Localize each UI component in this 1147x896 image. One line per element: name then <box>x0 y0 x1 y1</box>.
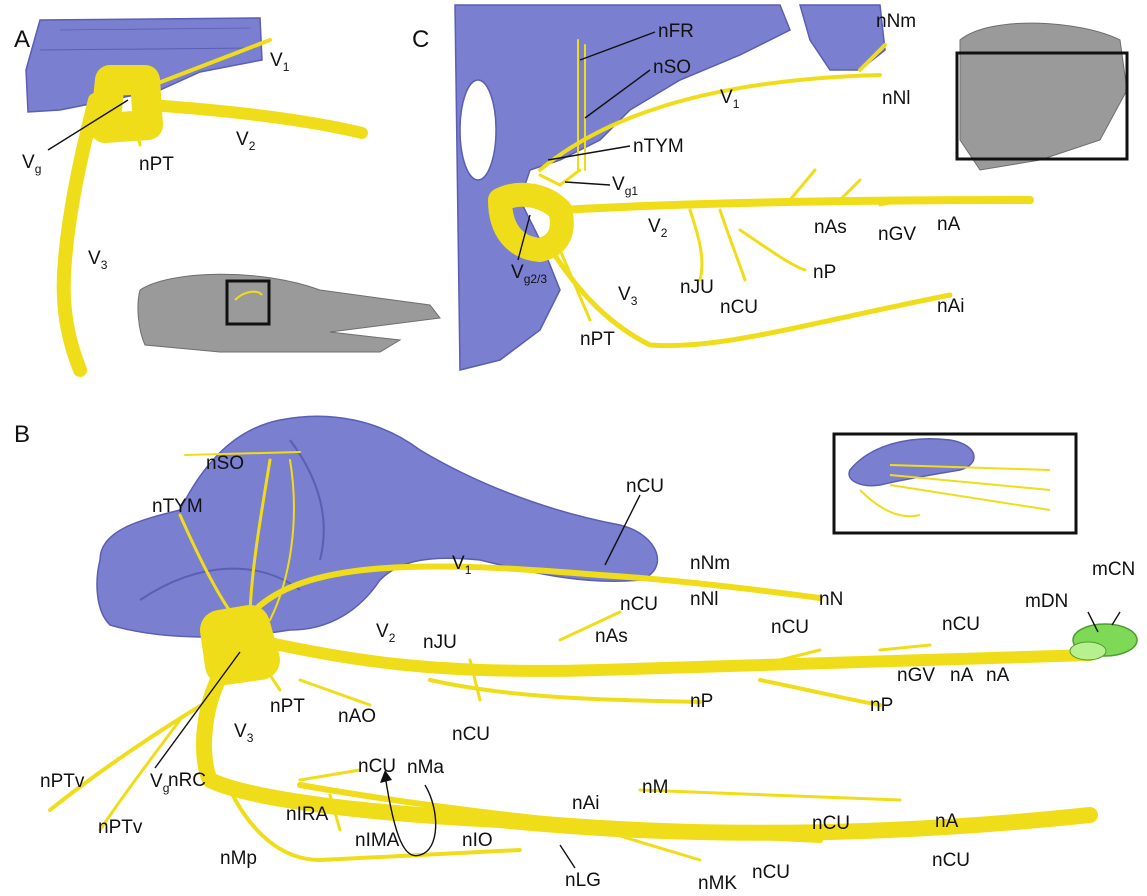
panel-b-muscle <box>1070 624 1137 660</box>
panel-b-label-ncu-7: nCU <box>812 813 850 834</box>
panel-b-label-nio: nIO <box>462 830 493 851</box>
panel-b-label-nas: nAs <box>595 626 628 647</box>
panel-b-braincase <box>97 416 657 637</box>
panel-a: A V1 V2 Vg nPT V3 <box>14 18 440 370</box>
panel-b-label-na-2: nA <box>986 665 1010 686</box>
panel-c-inset-skull <box>957 23 1127 170</box>
panel-b-label-ncu-2: nCU <box>620 594 658 615</box>
panel-b-label-ncu-8: nCU <box>752 862 790 883</box>
panel-b-label-ncu-top: nCU <box>626 476 664 497</box>
panel-b-label-vg: Vg <box>150 771 169 795</box>
panel-b-label-ncu-4: nCU <box>942 614 980 635</box>
panel-b-label-npt: nPT <box>270 696 305 717</box>
panel-c: C <box>412 5 1127 370</box>
panel-c-label-nfr: nFR <box>658 21 694 42</box>
panel-c-label-vg1: Vg1 <box>612 174 638 198</box>
panel-b-label-nnl: nNl <box>690 589 719 610</box>
panel-b: B <box>14 416 1137 894</box>
panel-b-label-mcn: mCN <box>1092 559 1135 580</box>
panel-c-label-npt: nPT <box>580 329 615 350</box>
panel-c-label-nnl: nNl <box>882 88 911 109</box>
panel-b-label-nima: nIMA <box>355 830 400 851</box>
panel-c-label-np: nP <box>813 262 836 283</box>
panel-b-label-nptv-2: nPTv <box>98 817 143 838</box>
panel-b-label-np-2: nP <box>870 695 893 716</box>
panel-a-label-v2: V2 <box>236 129 256 153</box>
panel-c-label-v2: V2 <box>648 216 668 240</box>
panel-b-label-nso: nSO <box>206 453 244 474</box>
panel-c-label-nso: nSO <box>653 57 691 78</box>
panel-b-label-nmp: nMp <box>220 848 257 869</box>
panel-b-label-ntym: nTYM <box>152 496 203 517</box>
panel-b-label-na-1: nA <box>950 665 974 686</box>
panel-c-label-ngv: nGV <box>878 224 916 245</box>
panel-c-label-nnm: nNm <box>876 11 916 32</box>
panel-c-label-ntym: nTYM <box>633 136 684 157</box>
panel-b-label-nptv-1: nPTv <box>40 771 85 792</box>
panel-a-inset-skull <box>138 274 440 352</box>
panel-b-label-v3: V3 <box>234 721 254 745</box>
panel-c-label-v3: V3 <box>618 284 638 308</box>
panel-b-inset <box>834 434 1076 533</box>
panel-b-label-ngv: nGV <box>897 665 935 686</box>
panel-b-label-na-3: nA <box>935 811 959 832</box>
panel-b-label-ncu-9: nCU <box>932 850 970 871</box>
panel-b-label-nmk: nMK <box>698 873 737 894</box>
panel-b-mdn-muscle <box>1070 642 1106 660</box>
panel-b-label-nrc: nRC <box>168 770 206 791</box>
panel-b-label-nao: nAO <box>338 706 376 727</box>
panel-c-label-nju: nJU <box>680 277 714 298</box>
panel-b-label-ncu-6: nCU <box>358 756 396 777</box>
panel-b-mcn-leader <box>1112 612 1120 625</box>
panel-b-label-ncu-3: nCU <box>771 617 809 638</box>
panel-b-label-nma: nMa <box>407 757 444 778</box>
panel-c-letter: C <box>412 26 429 53</box>
panel-c-label-na: nA <box>937 214 961 235</box>
panel-b-nlg-leader <box>560 845 575 868</box>
panel-c-label-nai: nAi <box>937 296 964 317</box>
panel-b-label-nai: nAi <box>572 793 599 814</box>
panel-b-label-nira: nIRA <box>286 804 329 825</box>
panel-b-label-mdn: mDN <box>1025 591 1068 612</box>
panel-a-label-npt: nPT <box>139 154 174 175</box>
panel-c-label-nas: nAs <box>814 217 847 238</box>
panel-b-label-ncu-5: nCU <box>452 724 490 745</box>
panel-a-label-vg: Vg <box>22 152 41 176</box>
panel-a-label-v1: V1 <box>270 50 290 74</box>
panel-b-letter: B <box>14 421 30 448</box>
panel-b-label-nju: nJU <box>423 632 457 653</box>
panel-b-label-nnm: nNm <box>690 553 730 574</box>
panel-c-label-ncu: nCU <box>720 297 758 318</box>
panel-b-label-v2: V2 <box>376 621 396 645</box>
panel-b-label-np-1: nP <box>690 691 713 712</box>
panel-b-label-nm: nM <box>642 777 668 798</box>
panel-a-label-v3: V3 <box>88 248 108 272</box>
panel-c-vg1-leader <box>565 182 610 185</box>
panel-b-label-nlg: nLG <box>565 870 601 891</box>
panel-a-letter: A <box>14 26 30 53</box>
panel-b-label-nn: nN <box>819 589 843 610</box>
